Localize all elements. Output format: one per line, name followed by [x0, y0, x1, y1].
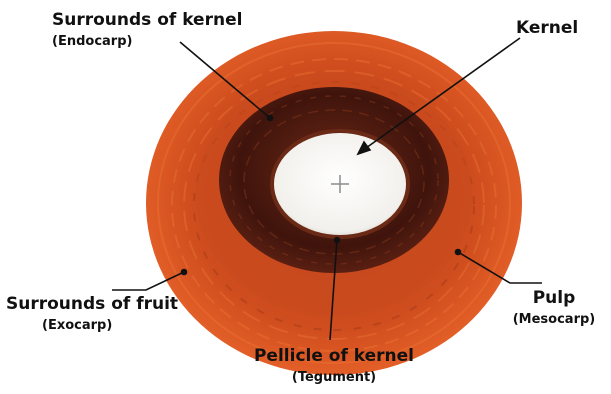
label-kernel: Kernel — [516, 20, 578, 37]
label-pellicle-of-kernel: Pellicle of kernel (Tegument) — [224, 348, 444, 384]
label-pulp-title: Pulp — [500, 290, 608, 307]
label-mesocarp: (Mesocarp) — [500, 313, 608, 326]
label-surrounds-of-kernel: Surrounds of kernel (Endocarp) — [52, 12, 242, 48]
label-tegument: (Tegument) — [224, 371, 444, 384]
label-surrounds-of-fruit-title: Surrounds of fruit — [6, 296, 178, 313]
label-exocarp: (Exocarp) — [42, 319, 178, 332]
label-pellicle-of-kernel-title: Pellicle of kernel — [224, 348, 444, 365]
label-surrounds-of-kernel-title: Surrounds of kernel — [52, 12, 242, 29]
label-endocarp: (Endocarp) — [52, 35, 242, 48]
label-pulp: Pulp (Mesocarp) — [500, 290, 608, 326]
label-surrounds-of-fruit: Surrounds of fruit (Exocarp) — [6, 296, 178, 332]
label-kernel-title: Kernel — [516, 20, 578, 37]
